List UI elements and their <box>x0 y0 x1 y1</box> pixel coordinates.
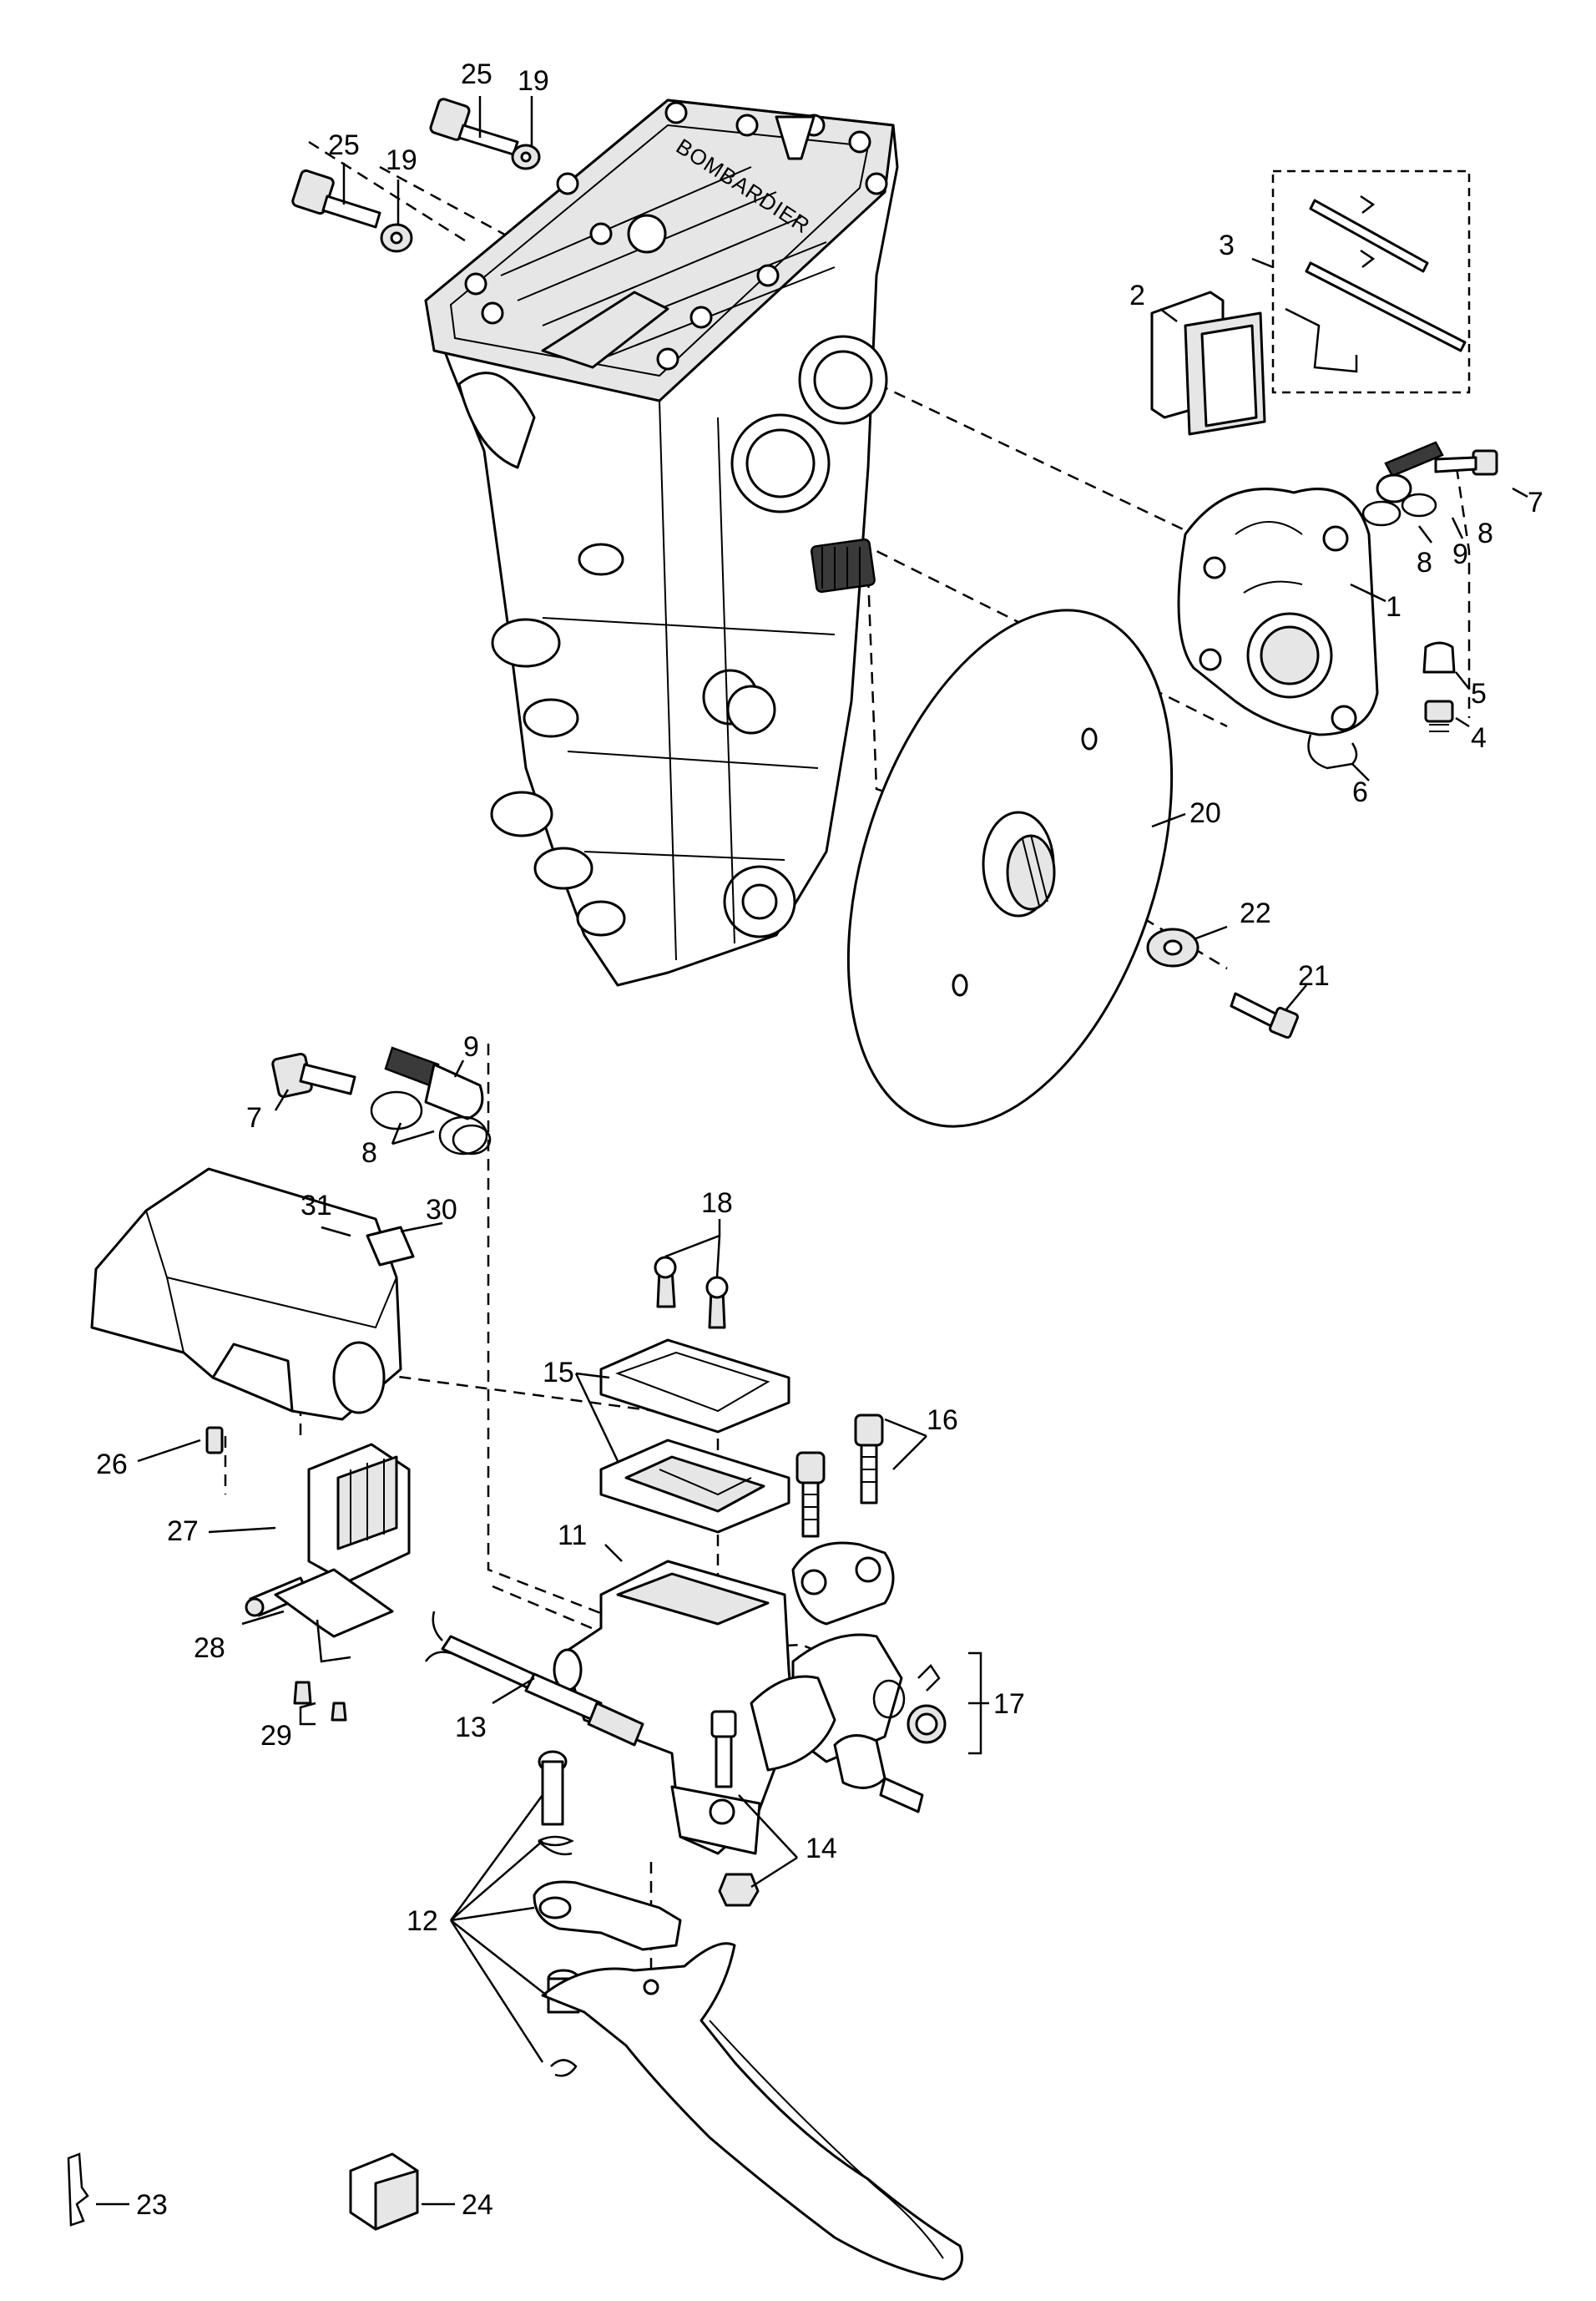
callout-19: 19 <box>386 144 417 176</box>
part-20-brake-disc <box>846 609 1174 1128</box>
part-14-pivot-bolt <box>710 1710 737 1788</box>
callout-28: 28 <box>194 1632 225 1664</box>
callout-leaders <box>96 96 1528 2206</box>
part-31-cover <box>90 1167 402 1421</box>
part-19-washer-lower <box>380 223 413 253</box>
part-29-screws <box>293 1681 347 1722</box>
part-13-piston <box>424 1611 644 1747</box>
callout-15: 15 <box>543 1357 574 1388</box>
part-14-nut <box>718 1873 760 1907</box>
part-21-bolt <box>1230 992 1299 1039</box>
part-28-bracket <box>274 1568 394 1663</box>
part-7-banjo-bolt-upper <box>1434 449 1498 476</box>
gearbox-housing: BOMBARDIER <box>424 99 899 987</box>
part-4-bleeder-valve <box>1424 700 1454 732</box>
callout-8: 8 <box>1477 518 1493 549</box>
part-26-set-screw <box>205 1426 224 1454</box>
callout-8: 8 <box>361 1137 377 1169</box>
part-23-clip <box>67 2152 89 2227</box>
callout-29: 29 <box>260 1720 292 1752</box>
part-12-pivot-pin <box>538 1750 568 1826</box>
callout-20: 20 <box>1189 797 1221 829</box>
callout-5: 5 <box>1471 678 1487 710</box>
callout-30: 30 <box>426 1194 457 1226</box>
part-12-circlip <box>550 2059 578 2077</box>
part-8-washers-lower <box>370 1090 492 1156</box>
part-12-lever-arm <box>533 1880 682 1951</box>
part-18-cover-screws <box>654 1256 729 1329</box>
callout-11: 11 <box>558 1520 587 1551</box>
part-17-reservoir-cap-kit <box>833 1664 947 1813</box>
callout-12: 12 <box>407 1905 438 1937</box>
callout-26: 26 <box>96 1449 128 1480</box>
part-2-brake-pads <box>1150 291 1266 436</box>
callout-21: 21 <box>1298 960 1330 992</box>
callout-25: 25 <box>461 58 492 90</box>
callout-9: 9 <box>1452 539 1468 570</box>
callout-16: 16 <box>927 1404 958 1436</box>
part-16-clamp <box>791 1541 895 1626</box>
callout-31: 31 <box>301 1190 332 1221</box>
callout-8: 8 <box>1417 547 1432 579</box>
part-7-banjo-bolt-lower <box>271 1052 356 1099</box>
callout-labels: 25 19 25 19 3 2 7 8 9 8 1 5 4 6 20 22 21… <box>96 58 1543 2221</box>
part-5-bleeder-cap <box>1422 641 1456 674</box>
part-30-label <box>366 1226 415 1267</box>
part-16-clamp-bolts <box>795 1413 884 1538</box>
part-24-connector <box>349 2152 419 2231</box>
callout-14: 14 <box>806 1833 837 1864</box>
part-25-screw-upper <box>429 98 519 156</box>
callout-18: 18 <box>701 1187 733 1219</box>
callout-23: 23 <box>136 2189 168 2221</box>
part-3-pin-kit <box>1271 169 1471 394</box>
part-9-banjo-fitting-upper <box>1376 441 1444 503</box>
part-11-master-cylinder <box>553 1560 903 1855</box>
part-25-screw-lower <box>291 169 381 229</box>
callout-7: 7 <box>1528 487 1543 518</box>
part-12-spring <box>538 1835 574 1856</box>
part-27-switch <box>245 1443 411 1617</box>
part-19-washer-upper <box>511 144 541 170</box>
callout-6: 6 <box>1352 776 1368 808</box>
part-8-washers-upper <box>1361 493 1437 527</box>
callout-1: 1 <box>1386 591 1402 623</box>
callout-25: 25 <box>328 129 360 161</box>
callout-9: 9 <box>463 1031 479 1063</box>
callout-7: 7 <box>246 1102 262 1134</box>
callout-27: 27 <box>167 1515 199 1547</box>
callout-17: 17 <box>993 1688 1025 1720</box>
callout-22: 22 <box>1240 898 1271 929</box>
callout-13: 13 <box>455 1712 487 1743</box>
part-22-washer <box>1146 928 1200 968</box>
callout-4: 4 <box>1471 722 1487 754</box>
part-15-reservoir-cover <box>599 1338 790 1534</box>
part-6-retainer-clip <box>1307 734 1358 770</box>
part-9-banjo-fitting-lower <box>384 1046 484 1120</box>
part-1-brake-caliper <box>1177 488 1379 736</box>
callout-19: 19 <box>518 65 549 97</box>
callout-3: 3 <box>1219 230 1235 261</box>
callout-24: 24 <box>462 2189 493 2221</box>
brake-lever <box>541 1942 963 2281</box>
callout-2: 2 <box>1129 280 1145 311</box>
